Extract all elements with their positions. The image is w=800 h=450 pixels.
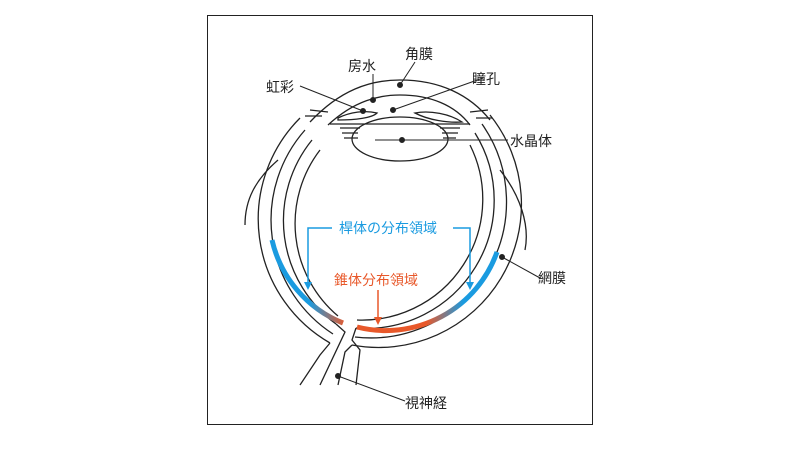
label-pupil: 瞳孔: [472, 72, 500, 88]
photoreceptor-band: [269, 239, 500, 334]
iris: [337, 111, 379, 121]
label-iris: 虹彩: [266, 80, 294, 96]
sclera: [257, 114, 523, 349]
lens: [351, 116, 449, 162]
diagram-frame: [207, 15, 593, 425]
optic-nerve: [299, 323, 361, 386]
cornea: [309, 79, 491, 123]
label-aqueous-humor: 房水: [348, 59, 376, 75]
label-cornea: 角膜: [405, 47, 433, 63]
label-cone-region: 錐体分布領域: [334, 273, 418, 289]
label-optic-nerve: 視神経: [405, 396, 447, 412]
label-rod-region: 桿体の分布領域: [339, 221, 437, 237]
label-retina: 網膜: [538, 271, 566, 287]
label-lens: 水晶体: [510, 134, 552, 150]
